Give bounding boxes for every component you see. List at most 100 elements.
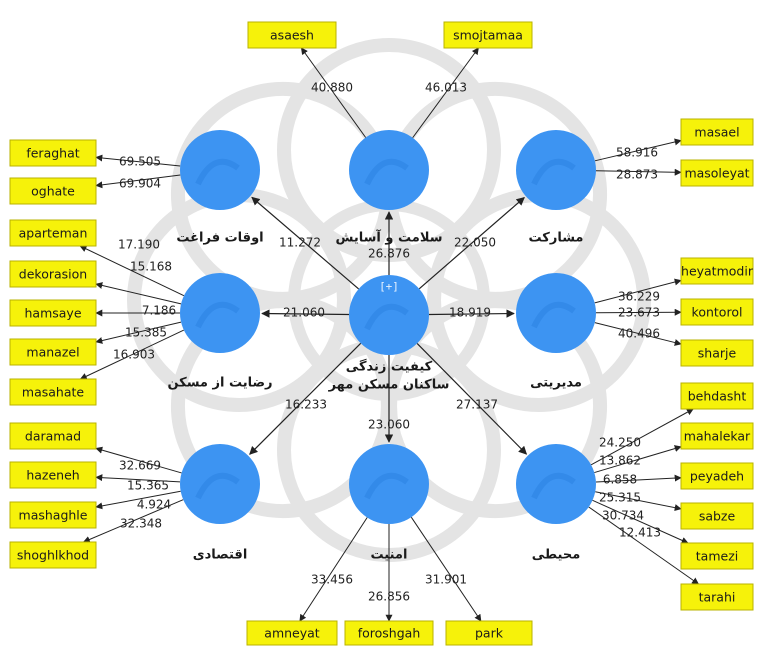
- indicator-box-asaesh[interactable]: [247, 21, 337, 49]
- loading-value-tarahi: 12.413: [619, 526, 661, 540]
- construct-oghat[interactable]: [180, 130, 260, 210]
- loading-arrow-daramad[interactable]: [95, 446, 182, 474]
- path-arrow-eghtesadi[interactable]: [249, 342, 362, 455]
- expand-toggle[interactable]: [+]: [379, 280, 399, 293]
- loading-arrow-kontorol[interactable]: [595, 308, 682, 316]
- construct-eghtesadi-shape: [180, 444, 260, 524]
- construct-center[interactable]: [349, 275, 429, 355]
- indicator-label-daramad: daramad: [25, 429, 81, 444]
- path-coefficient-modiriati: 18.919: [449, 306, 491, 320]
- loading-arrow-manazel[interactable]: [95, 321, 182, 344]
- path-arrow-rezayat[interactable]: [261, 309, 350, 318]
- indicator-box-feraghat[interactable]: [9, 139, 97, 167]
- loading-arrow-asaesh[interactable]: [300, 47, 367, 138]
- loading-arrow-hazeneh[interactable]: [95, 474, 181, 483]
- construct-label-eghtesadi: اقتصادی: [193, 548, 248, 563]
- loading-arrow-mashaghle[interactable]: [95, 490, 181, 510]
- indicator-box-manazel[interactable]: [9, 338, 97, 366]
- loading-arrow-masoleyat[interactable]: [595, 168, 682, 176]
- construct-eghtesadi[interactable]: [180, 444, 260, 524]
- loading-arrow-behdasht[interactable]: [590, 408, 694, 466]
- path-arrow-oghat[interactable]: [251, 196, 360, 290]
- indicator-label-hazeneh: hazeneh: [26, 468, 79, 483]
- loading-value-foroshgah: 26.856: [368, 590, 410, 604]
- loading-arrow-shoghlkhod[interactable]: [82, 499, 184, 543]
- construct-rezayat[interactable]: [180, 273, 260, 353]
- loading-arrow-feraghat[interactable]: [95, 154, 181, 167]
- construct-label-modiriati: مدیریتی: [530, 376, 582, 391]
- path-arrow-mosharekat[interactable]: [418, 196, 525, 290]
- indicator-box-masoleyat[interactable]: [680, 159, 754, 187]
- construct-label-salamat: سلامت و آسایش: [336, 229, 443, 246]
- indicator-box-sabze[interactable]: [680, 502, 754, 530]
- indicator-box-mashaghle[interactable]: [9, 501, 97, 529]
- loading-arrow-sharje[interactable]: [594, 322, 682, 346]
- construct-label-mosharekat: مشارکت: [529, 231, 584, 246]
- indicator-box-kontorol[interactable]: [680, 298, 754, 326]
- indicator-label-manazel: manazel: [26, 345, 79, 360]
- edges: [79, 47, 700, 622]
- indicator-box-foroshgah[interactable]: [344, 620, 434, 646]
- loading-arrow-masahate[interactable]: [79, 329, 185, 380]
- construct-mohiti[interactable]: [516, 444, 596, 524]
- indicator-box-hazeneh[interactable]: [9, 461, 97, 489]
- indicator-box-park[interactable]: [445, 620, 533, 646]
- indicator-box-dekorasion[interactable]: [9, 260, 97, 288]
- loading-value-masoleyat: 28.873: [616, 168, 658, 182]
- loading-arrow-park[interactable]: [410, 516, 482, 622]
- loading-value-mashaghle: 4.924: [137, 498, 171, 512]
- loading-value-behdasht: 24.250: [599, 436, 641, 450]
- indicator-box-sharje[interactable]: [680, 339, 754, 367]
- indicator-label-peyadeh: peyadeh: [690, 469, 744, 484]
- indicator-box-smojtamaa[interactable]: [443, 21, 533, 49]
- path-arrow-modiriati[interactable]: [428, 309, 515, 318]
- indicator-label-behdasht: behdasht: [688, 389, 747, 404]
- indicator-box-mahalekar[interactable]: [680, 422, 754, 450]
- indicator-box-tamezi[interactable]: [680, 542, 754, 570]
- loading-arrow-dekorasion[interactable]: [95, 282, 182, 305]
- construct-salamat[interactable]: [349, 130, 429, 210]
- indicator-label-shoghlkhod: shoghlkhod: [17, 548, 89, 563]
- indicator-box-aparteman[interactable]: [9, 219, 97, 247]
- center-label-line1: کیفیت زندگی: [346, 359, 433, 375]
- loading-arrow-peyadeh[interactable]: [595, 474, 682, 483]
- construct-modiriati[interactable]: [516, 273, 596, 353]
- indicator-label-hamsaye: hamsaye: [24, 306, 81, 321]
- indicator-box-behdasht[interactable]: [680, 382, 754, 410]
- indicator-label-kontorol: kontorol: [692, 305, 743, 320]
- indicator-box-tarahi[interactable]: [680, 583, 754, 611]
- loading-arrow-tamezi[interactable]: [592, 499, 689, 544]
- loading-arrow-smojtamaa[interactable]: [412, 47, 479, 139]
- indicator-box-shoghlkhod[interactable]: [9, 541, 97, 569]
- path-coefficient-salamat: 26.876: [368, 247, 410, 261]
- indicator-box-heyatmodir[interactable]: [680, 257, 754, 285]
- indicator-box-masael[interactable]: [680, 118, 754, 146]
- indicator-box-peyadeh[interactable]: [680, 462, 754, 490]
- loading-arrow-tarahi[interactable]: [588, 506, 700, 585]
- loading-arrow-mahalekar[interactable]: [594, 445, 682, 474]
- path-coefficient-oghat: 11.272: [279, 236, 321, 250]
- loading-arrow-masael[interactable]: [594, 138, 682, 162]
- indicator-label-sharje: sharje: [698, 346, 737, 361]
- loading-arrow-oghate[interactable]: [95, 174, 181, 189]
- indicator-box-masahate[interactable]: [9, 378, 97, 406]
- construct-label-oghat: اوقات فراغت: [176, 231, 263, 246]
- watermark-emblem: [127, 38, 651, 562]
- indicator-box-hamsaye[interactable]: [9, 299, 97, 327]
- indicator-box-amneyat[interactable]: [246, 620, 338, 646]
- loading-arrow-amneyat[interactable]: [299, 517, 368, 622]
- loading-arrow-heyatmodir[interactable]: [594, 278, 682, 304]
- loading-value-kontorol: 23.673: [618, 306, 660, 320]
- indicator-box-oghate[interactable]: [9, 177, 97, 205]
- construct-mosharekat[interactable]: [516, 130, 596, 210]
- indicator-box-daramad[interactable]: [9, 422, 97, 450]
- loading-arrow-aparteman[interactable]: [79, 245, 185, 297]
- loading-arrow-sabze[interactable]: [595, 491, 682, 512]
- path-arrow-mohiti[interactable]: [416, 343, 528, 455]
- indicator-label-sabze: sabze: [699, 509, 736, 524]
- loading-value-amneyat: 33.456: [311, 573, 353, 587]
- watermark-stroke: [195, 158, 240, 186]
- construct-label-mohiti: محیطی: [532, 548, 581, 563]
- construct-amniat[interactable]: [349, 444, 429, 524]
